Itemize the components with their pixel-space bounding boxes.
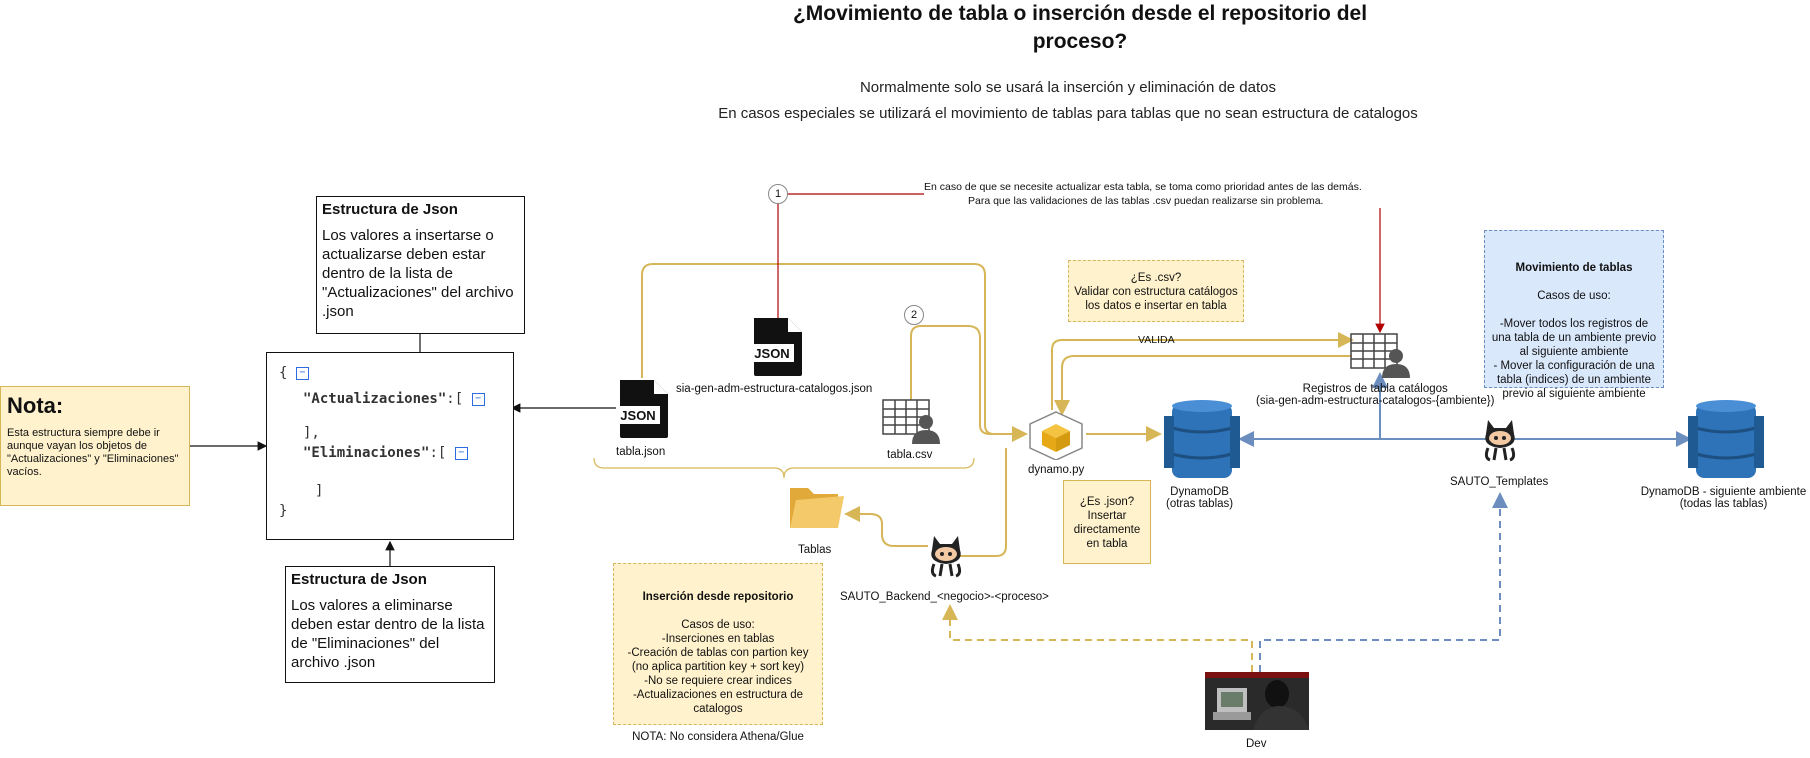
dynamo-py-cube-icon xyxy=(1028,410,1084,461)
dynamodb-local-label: DynamoDB (otras tablas) xyxy=(1166,486,1234,510)
dynamodb-next-label: DynamoDB - siguiente ambiente (todas las… xyxy=(1640,486,1807,510)
priority-note-2: Para que las validaciones de las tablas … xyxy=(968,195,1324,207)
json-viewer: { − "Actualizaciones":[ − ], "Eliminacio… xyxy=(266,352,514,540)
json-file-icon: JSON xyxy=(614,378,672,440)
movimiento-text: Casos de uso: -Mover todos los registros… xyxy=(1491,290,1657,400)
json-structure-bottom-text: Los valores a eliminarse deben estar den… xyxy=(291,597,485,671)
movimiento-heading: Movimiento de tablas xyxy=(1515,262,1633,274)
folder-icon xyxy=(786,474,846,534)
tabla-json-label: tabla.json xyxy=(616,446,666,458)
insercion-text: Casos de uso: -Inserciones en tablas -Cr… xyxy=(627,619,809,743)
subtitle-1: Normalmente solo se usará la inserción y… xyxy=(859,79,1277,96)
svg-text:JSON: JSON xyxy=(754,346,789,361)
valida-label: VALIDA xyxy=(1138,334,1175,346)
json-structure-top-heading: Estructura de Json xyxy=(322,201,458,218)
subtitle-2: En casos especiales se utilizará el movi… xyxy=(718,105,1418,122)
json-file-icon: JSON xyxy=(748,316,806,378)
json-line-close2: ] xyxy=(315,483,324,499)
insercion-heading: Inserción desde repositorio xyxy=(642,591,794,603)
insercion-note: Inserción desde repositorio Casos de uso… xyxy=(613,563,823,743)
nota-box: Nota: Esta estructura siempre debe ir au… xyxy=(0,386,190,506)
json-note: ¿Es .json? Insertar directamente en tabl… xyxy=(1063,480,1151,564)
collapse-icon[interactable]: − xyxy=(295,366,309,380)
github-octocat-icon xyxy=(924,530,968,578)
nota-text: Esta estructura siempre debe ir aunque v… xyxy=(7,427,179,478)
json-line-key1: "Actualizaciones":[ − xyxy=(303,391,501,407)
json-line-close-brace: } xyxy=(279,503,288,519)
json-structure-top-text: Los valores a insertarse o actualizarse … xyxy=(322,227,514,320)
open-brace: { xyxy=(279,365,288,381)
collapse-icon[interactable]: − xyxy=(471,392,485,406)
registros-table-user-icon xyxy=(1350,332,1412,378)
key-eliminaciones: "Eliminaciones" xyxy=(303,445,430,461)
json-line-open: { − xyxy=(279,365,501,381)
dynamodb-icon xyxy=(1686,398,1766,484)
dynamodb-icon xyxy=(1162,398,1242,484)
dev-photo xyxy=(1205,672,1309,730)
csv-note: ¿Es .csv? Validar con estructura catálog… xyxy=(1068,260,1244,322)
json-structure-bottom-heading: Estructura de Json xyxy=(291,571,427,588)
registros-label: Registros de tabla catálogos (sia-gen-ad… xyxy=(1256,383,1495,407)
svg-text:JSON: JSON xyxy=(620,408,655,423)
dynamo-py-label: dynamo.py xyxy=(1028,464,1085,476)
diagram-title: ¿Movimiento de tabla o inserción desde e… xyxy=(792,2,1368,53)
sia-json-label: sia-gen-adm-estructura-catalogos.json xyxy=(676,383,873,395)
csv-table-user-icon xyxy=(882,398,942,444)
json-line-key2: "Eliminaciones":[ − xyxy=(303,445,501,461)
movimiento-note: Movimiento de tablas Casos de uso: -Move… xyxy=(1484,230,1664,400)
collapse-icon[interactable]: − xyxy=(454,446,468,460)
tabla-csv-label: tabla.csv xyxy=(887,449,933,461)
dev-label: Dev xyxy=(1246,738,1267,750)
key-actualizaciones: "Actualizaciones" xyxy=(303,391,447,407)
key1-suffix: :[ xyxy=(446,391,464,407)
key2-suffix: :[ xyxy=(429,445,447,461)
json-structure-bottom-box: Estructura de Json Los valores a elimina… xyxy=(285,566,495,683)
sauto-backend-label: SAUTO_Backend_<negocio>-<proceso> xyxy=(840,591,1049,603)
sauto-templates-label: SAUTO_Templates xyxy=(1450,476,1549,488)
step-1-marker: 1 xyxy=(768,184,788,204)
priority-note-1: En caso de que se necesite actualizar es… xyxy=(924,181,1362,193)
nota-heading: Nota: xyxy=(7,393,64,418)
tablas-label: Tablas xyxy=(798,544,832,556)
step-2-marker: 2 xyxy=(904,305,924,325)
json-structure-top-box: Estructura de Json Los valores a inserta… xyxy=(316,196,525,334)
json-line-close1: ], xyxy=(303,425,320,441)
github-octocat-icon xyxy=(1478,414,1522,462)
